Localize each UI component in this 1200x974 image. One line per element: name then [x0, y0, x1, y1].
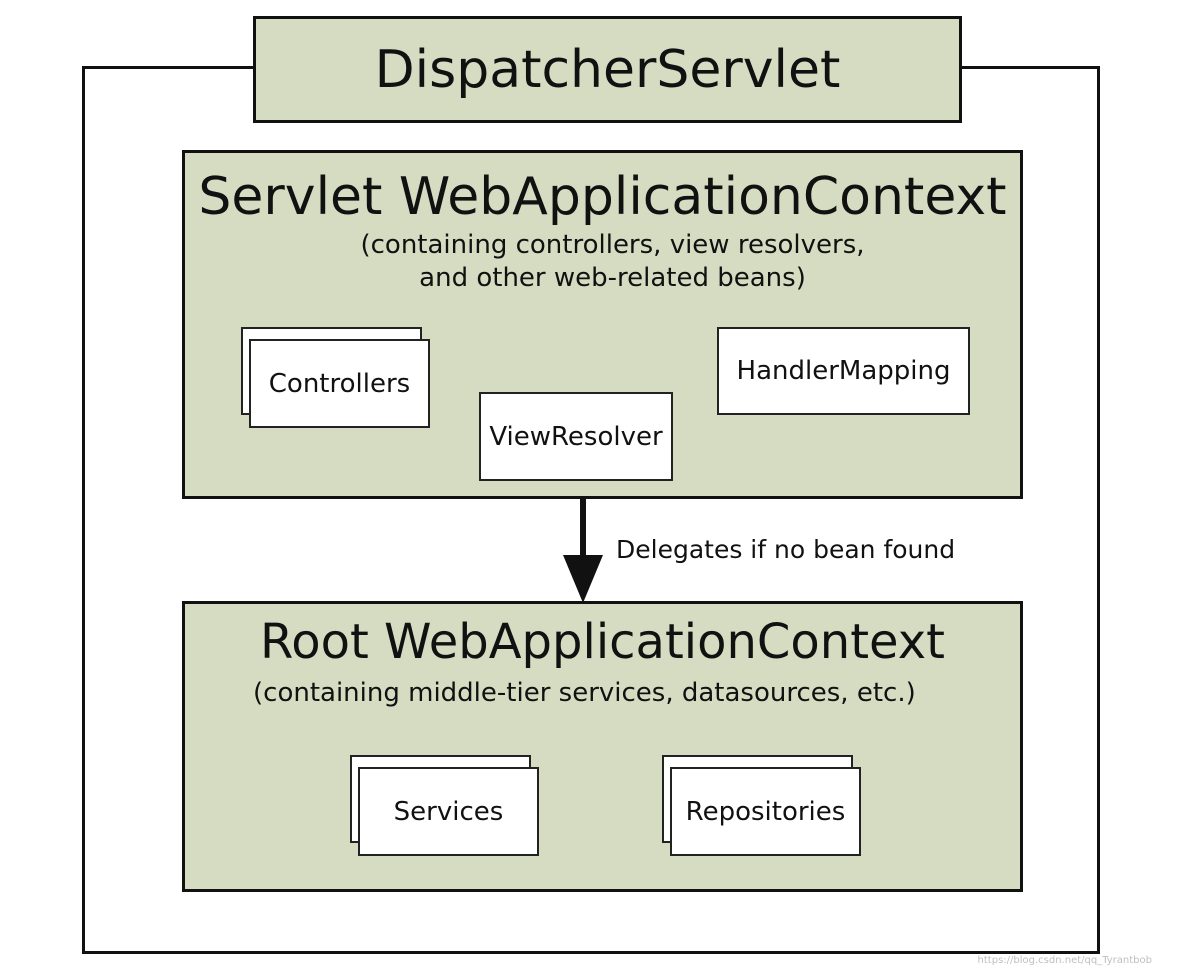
root-context-title: Root WebApplicationContext [260, 614, 945, 670]
delegation-label: Delegates if no bean found [616, 535, 956, 564]
delegation-arrow-icon [563, 497, 603, 603]
servlet-context-subtitle-line2: and other web-related beans) [419, 263, 806, 293]
root-context-subtitle: (containing middle-tier services, dataso… [253, 678, 916, 708]
servlet-context-subtitle-line1: (containing controllers, view resolvers, [360, 230, 865, 260]
dispatcher-servlet-title: DispatcherServlet [374, 39, 841, 100]
controllers-label: Controllers [268, 368, 411, 399]
handler-mapping-bean: HandlerMapping [717, 327, 970, 415]
servlet-context-subtitle: (containing controllers, view resolvers,… [285, 229, 940, 295]
services-bean: Services [358, 767, 539, 856]
dispatcher-servlet-title-box: DispatcherServlet [253, 16, 962, 123]
watermark: https://blog.csdn.net/qq_Tyrantbob [977, 955, 1152, 966]
repositories-label: Repositories [685, 796, 846, 827]
handler-mapping-label: HandlerMapping [736, 356, 951, 386]
services-label: Services [393, 796, 504, 827]
controllers-bean: Controllers [249, 339, 430, 428]
repositories-bean: Repositories [670, 767, 861, 856]
servlet-context-title: Servlet WebApplicationContext [198, 167, 1007, 227]
root-web-application-context: Root WebApplicationContext (containing m… [182, 601, 1023, 892]
view-resolver-bean: ViewResolver [479, 392, 673, 481]
view-resolver-label: ViewResolver [489, 421, 663, 452]
